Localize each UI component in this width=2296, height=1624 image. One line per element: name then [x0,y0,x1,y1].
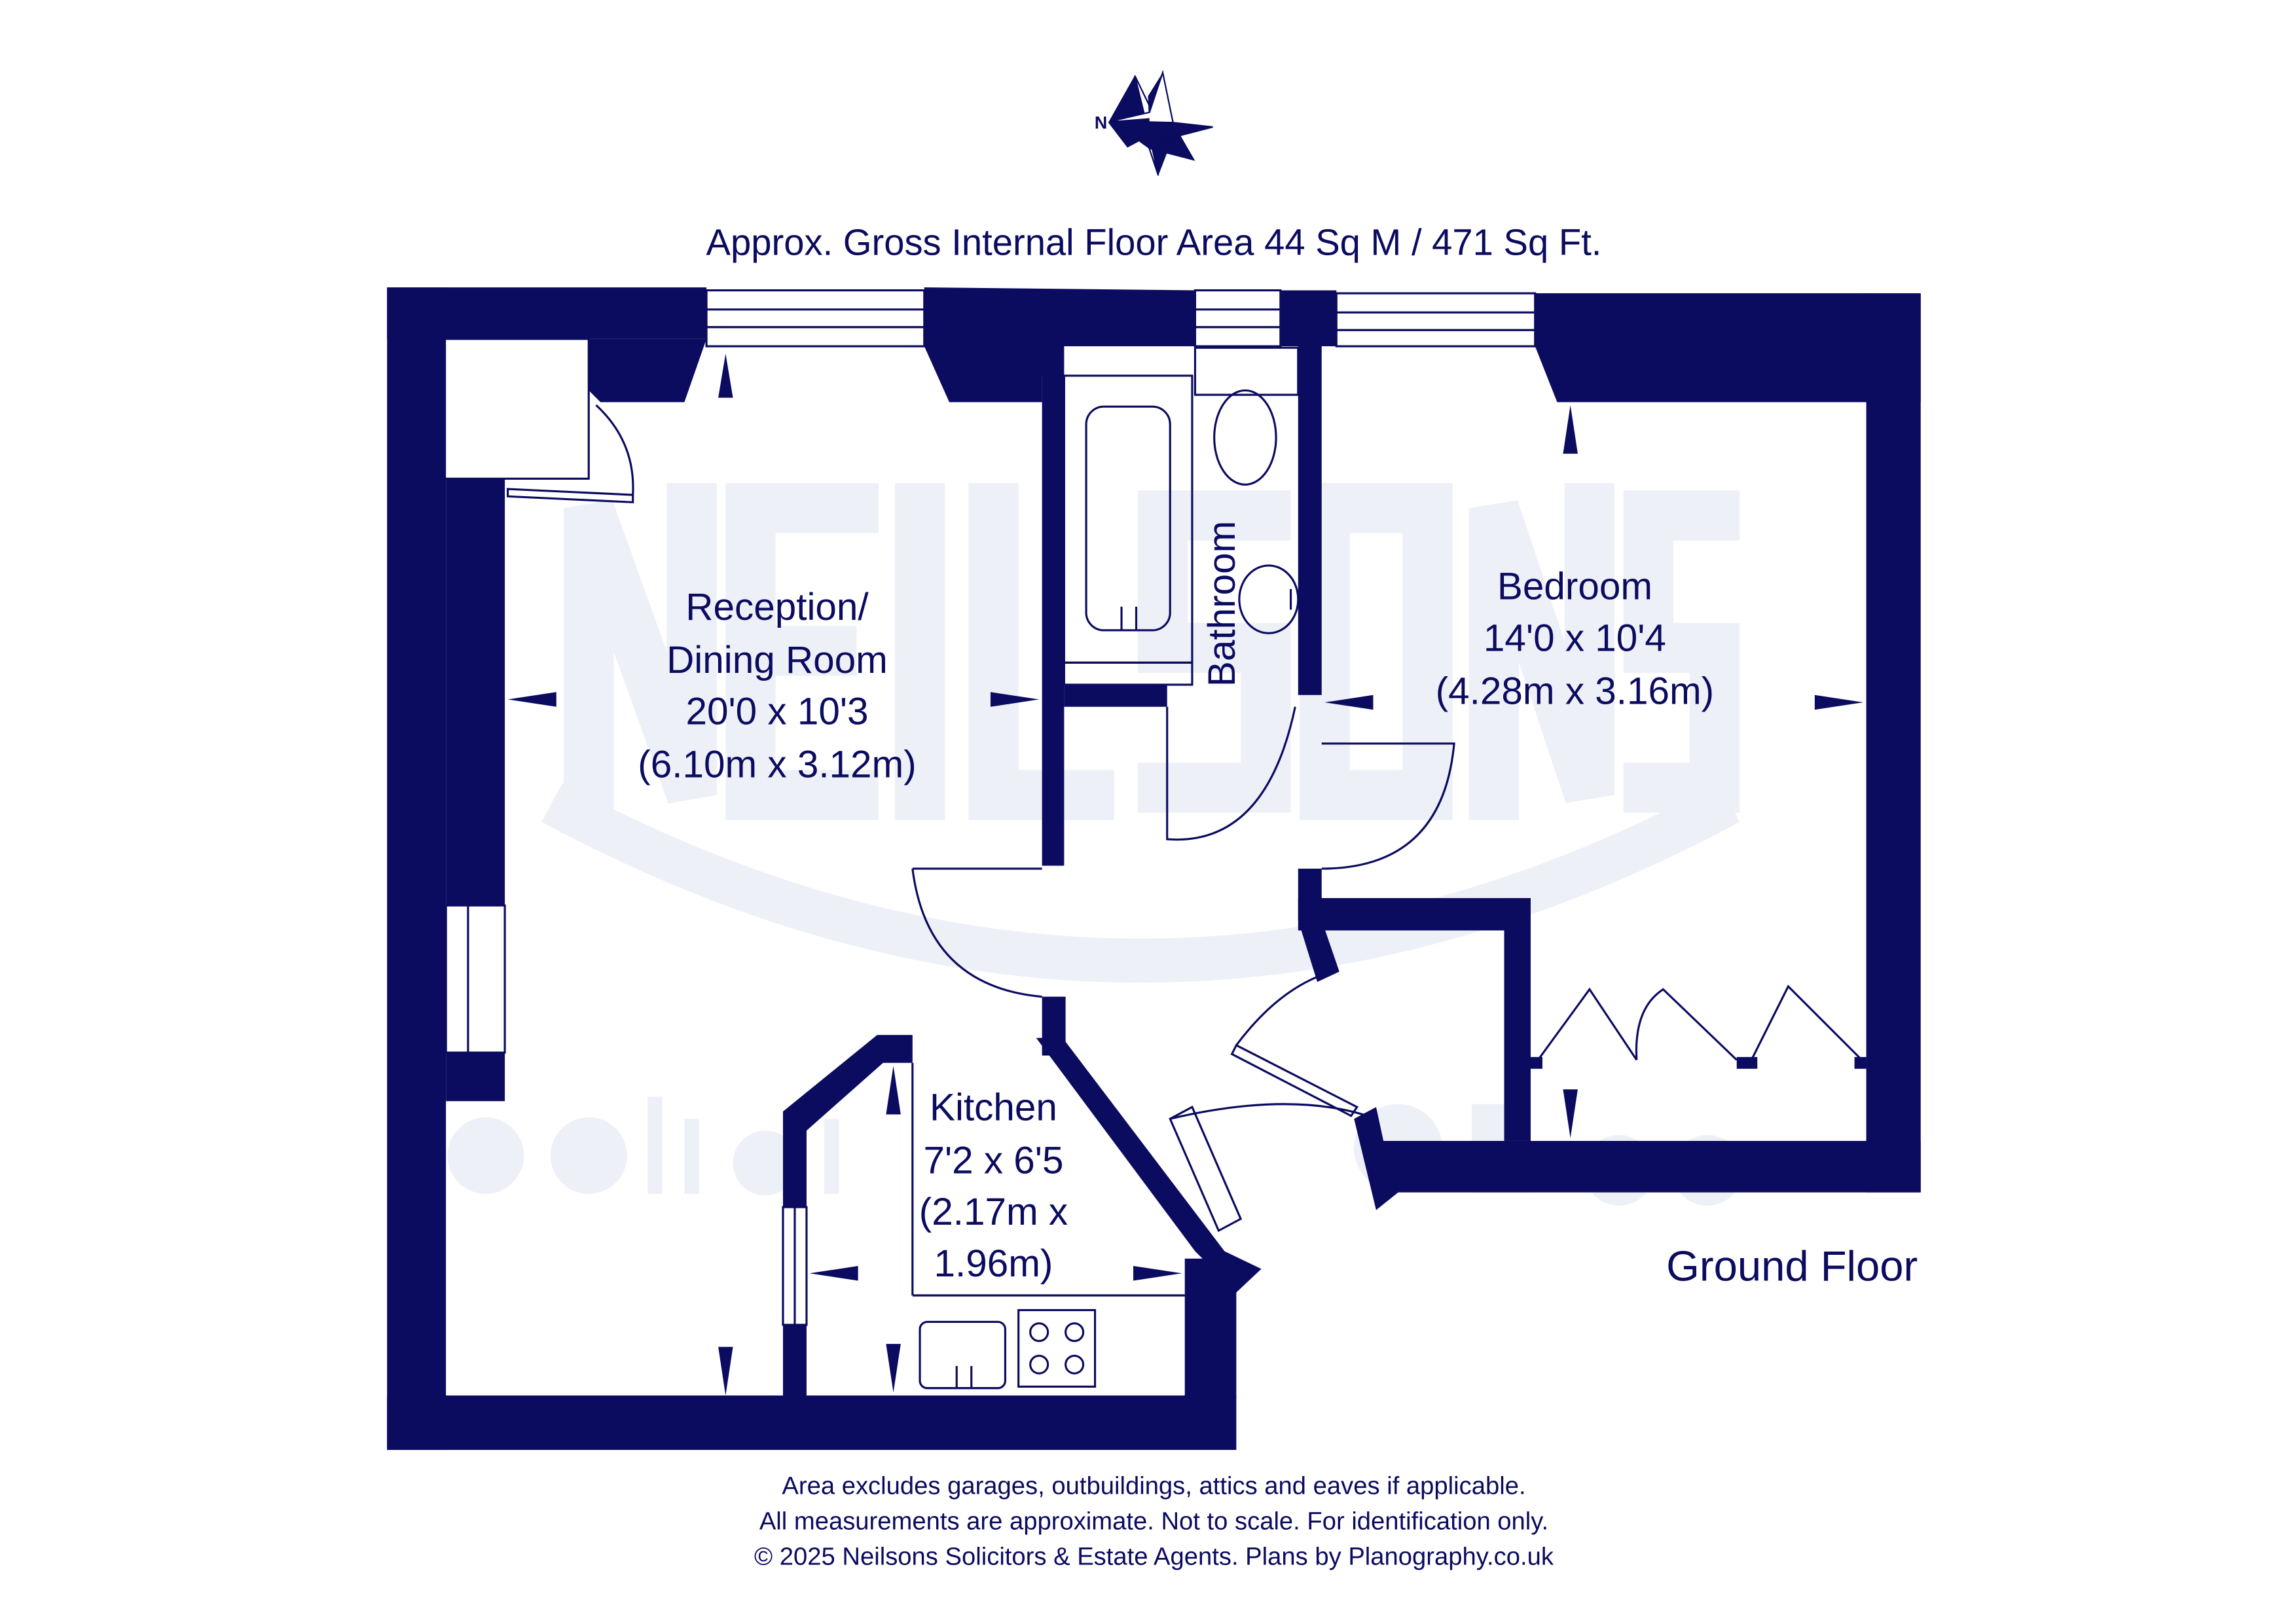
room-label-bedroom: Bedroom 14'0 x 10'4 (4.28m x 3.16m) [1436,566,1714,713]
fixtures [911,346,1300,1390]
room-label-bathroom: Bathroom [1201,521,1243,687]
kitchen-sink-icon [919,1320,1007,1390]
toilet-icon [1194,346,1300,396]
footer-line3: © 2025 Neilsons Solicitors & Estate Agen… [754,1542,1554,1570]
dimension-arrows [507,353,1864,1396]
doors [440,338,1867,1120]
footer-line1: Area excludes garages, outbuildings, att… [782,1471,1525,1500]
reception-metric: (6.10m x 3.12m) [638,744,916,786]
kitchen-imperial: 7'2 x 6'5 [923,1139,1063,1182]
footer-line2: All measurements are approximate. Not to… [759,1507,1548,1535]
footer: Area excludes garages, outbuildings, att… [754,1471,1554,1570]
bedroom-metric: (4.28m x 3.16m) [1436,670,1714,712]
compass-rose-icon: N [1095,69,1213,176]
reception-name-line1: Reception/ [685,586,869,628]
reception-name-line2: Dining Room [666,639,888,681]
kitchen-name: Kitchen [930,1086,1057,1128]
watermark-logo [447,483,1743,1206]
kitchen-metric-line1: (2.17m x [919,1191,1068,1233]
bedroom-name: Bedroom [1497,566,1652,608]
hob-icon [1017,1308,1097,1388]
floor-area-title: Approx. Gross Internal Floor Area 44 Sq … [706,222,1602,263]
floor-label: Ground Floor [1666,1242,1918,1290]
bedroom-imperial: 14'0 x 10'4 [1484,617,1666,659]
sink-icon [1238,564,1300,634]
windows [445,289,1537,1326]
kitchen-metric-line2: 1.96m) [934,1242,1053,1285]
watermark-brand-picture [564,483,1740,820]
room-label-kitchen: Kitchen 7'2 x 6'5 (2.17m x 1.96m) [919,1086,1068,1284]
reception-imperial: 20'0 x 10'3 [685,691,868,733]
room-label-reception: Reception/ Dining Room 20'0 x 10'3 (6.10… [638,586,916,786]
compass-north-label: N [1095,113,1107,132]
walls [387,287,1921,1451]
